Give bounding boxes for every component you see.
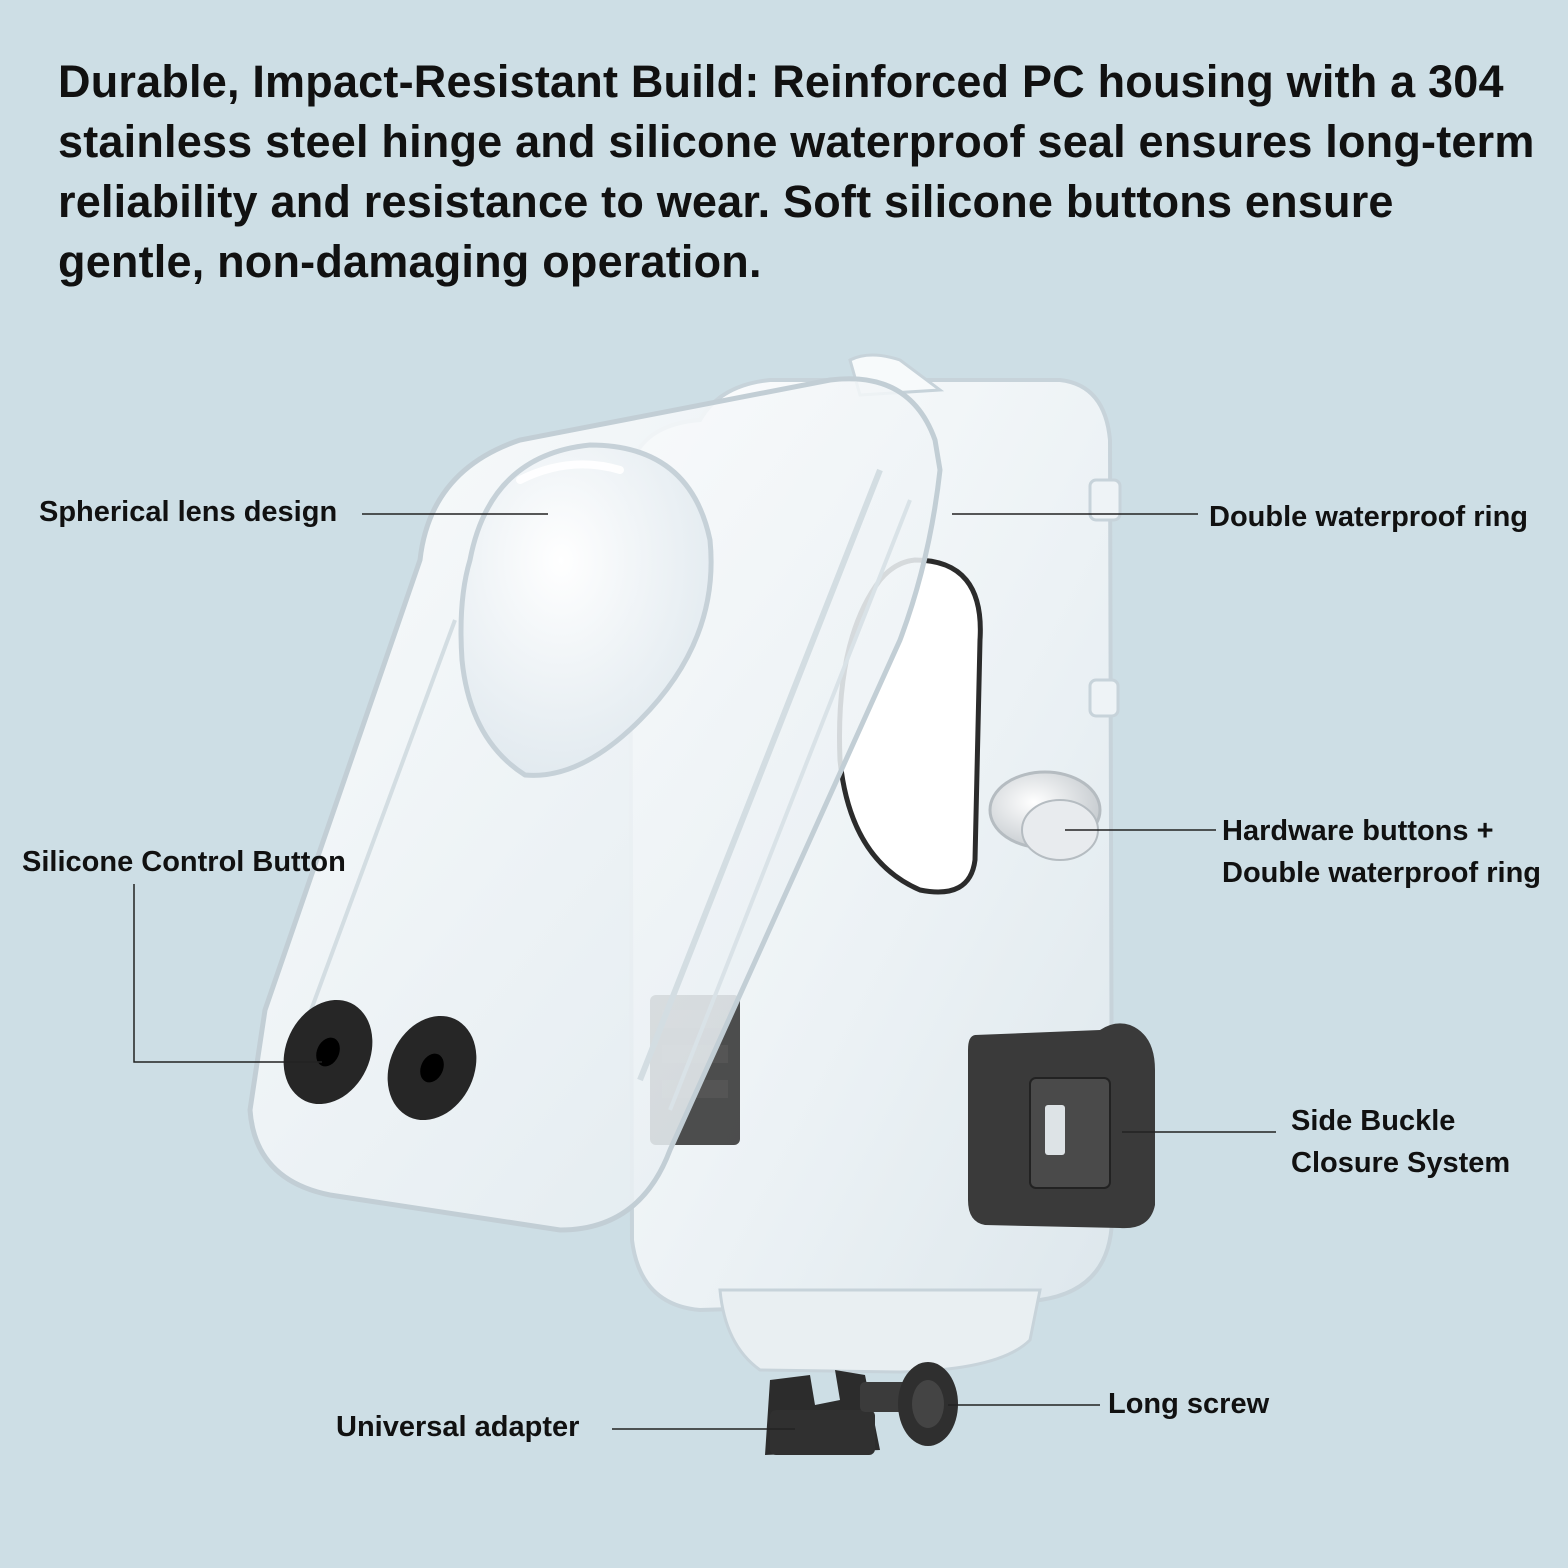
callout-side-buckle: Side Buckle Closure System bbox=[1291, 1100, 1510, 1184]
callout-side-buckle-line1: Side Buckle bbox=[1291, 1105, 1456, 1137]
callout-hardware-buttons-line1: Hardware buttons + bbox=[1222, 815, 1494, 847]
spherical-lens-icon bbox=[458, 442, 714, 778]
front-door bbox=[247, 376, 943, 1233]
callout-silicone-control-button: Silicone Control Button bbox=[22, 846, 346, 878]
universal-adapter-icon bbox=[765, 1370, 880, 1455]
side-buckle-icon bbox=[968, 1023, 1155, 1229]
callout-long-screw: Long screw bbox=[1108, 1388, 1270, 1420]
hardware-button-icon bbox=[988, 770, 1102, 861]
callout-spherical-lens: Spherical lens design bbox=[39, 496, 338, 528]
silicone-control-button-icon bbox=[283, 999, 477, 1121]
callout-side-buckle-line2: Closure System bbox=[1291, 1147, 1511, 1179]
callout-universal-adapter: Universal adapter bbox=[336, 1411, 580, 1443]
headline-text: Durable, Impact-Resistant Build: Reinfor… bbox=[58, 56, 1535, 287]
long-screw-icon bbox=[860, 1362, 958, 1446]
callout-lines bbox=[133, 513, 1276, 1430]
callout-double-waterproof-ring: Double waterproof ring bbox=[1209, 501, 1528, 533]
callout-hardware-buttons: Hardware buttons + Double waterproof rin… bbox=[1222, 810, 1541, 894]
callout-hardware-buttons-line2: Double waterproof ring bbox=[1222, 857, 1541, 889]
